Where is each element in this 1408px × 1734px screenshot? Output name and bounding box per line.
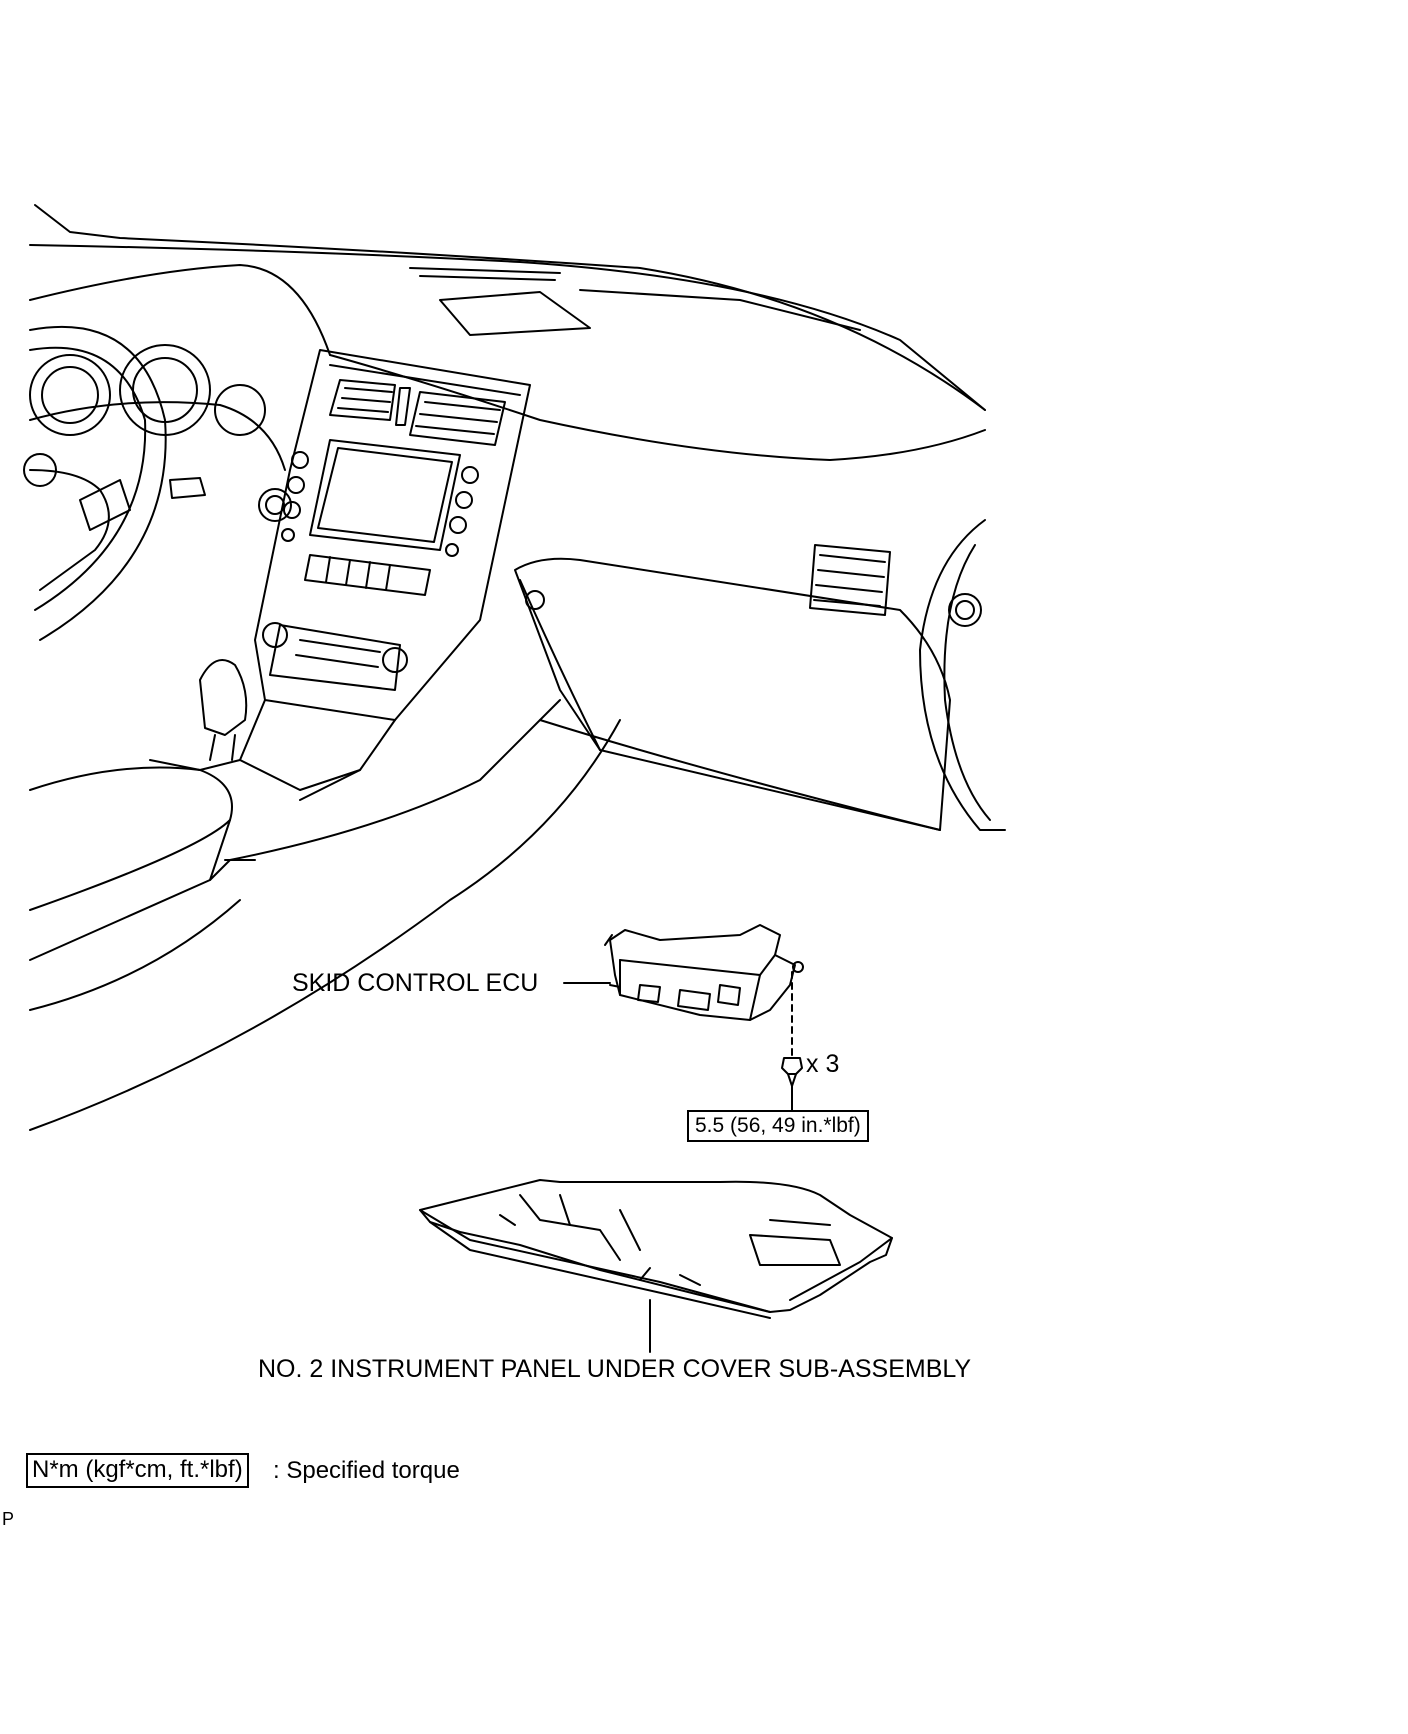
skid-control-ecu-drawing <box>604 924 804 1021</box>
leader-lines <box>563 982 651 1353</box>
corner-mark: P <box>2 1509 15 1529</box>
under-cover-label: NO. 2 INSTRUMENT PANEL UNDER COVER SUB-A… <box>258 1355 972 1383</box>
under-cover-drawing <box>419 1179 893 1319</box>
skid-control-ecu-label: SKID CONTROL ECU <box>292 969 539 997</box>
dashboard-illustration <box>23 204 1006 1131</box>
torque-value-box: 5.5 (56, 49 in.*lbf) <box>687 1110 869 1142</box>
bolt-quantity-label: x 3 <box>806 1050 840 1078</box>
bolt-drawing <box>781 971 803 1111</box>
torque-legend-text: : Specified torque <box>273 1457 460 1484</box>
torque-legend-box: N*m (kgf*cm, ft.*lbf) <box>26 1453 249 1488</box>
